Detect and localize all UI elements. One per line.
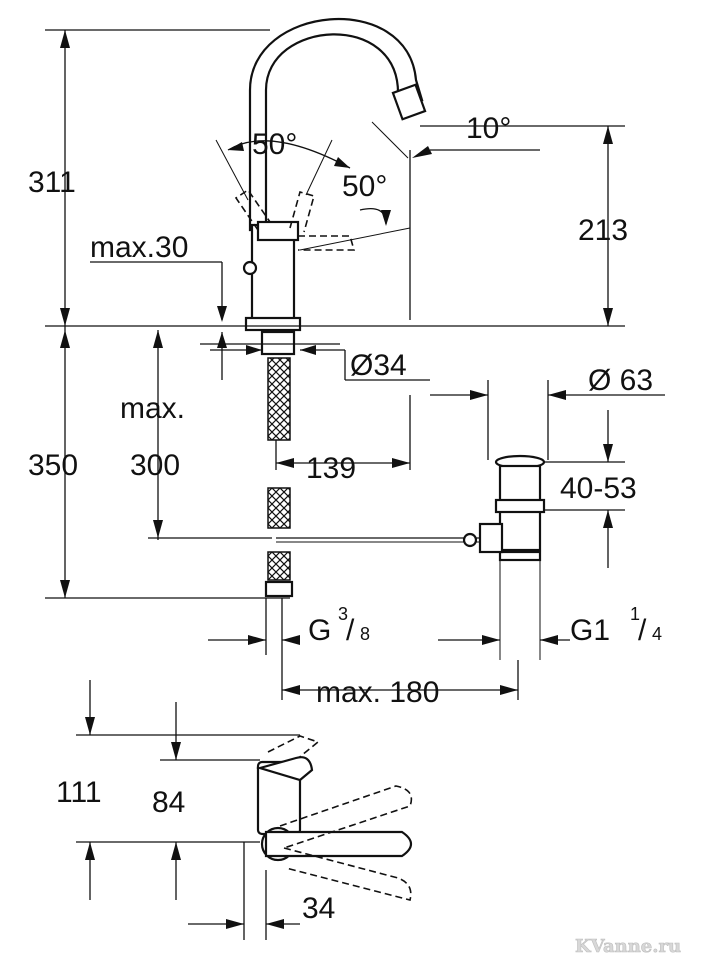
watermark: KVanne.ru	[575, 936, 681, 957]
faucet-side-view	[234, 17, 427, 598]
lever-base	[256, 220, 300, 242]
popup-connector	[478, 522, 504, 554]
faucet-body	[250, 223, 296, 327]
label-plan-outer: 111	[56, 776, 102, 809]
label-spout-reach: 139	[306, 452, 356, 485]
label-total-below: 350	[28, 449, 78, 482]
drain-tailpiece	[498, 550, 542, 562]
svg-text:3: 3	[338, 604, 348, 624]
label-hole-diameter: Ø34	[350, 349, 407, 382]
aerator	[391, 83, 427, 121]
svg-text:1: 1	[630, 604, 640, 624]
svg-text:G: G	[308, 614, 331, 647]
dimension-labels: 311 50° 50° 10° 213 max.30 Ø34 max. 300 …	[28, 112, 662, 925]
mount-nut	[260, 330, 296, 356]
drain-nut	[494, 498, 546, 514]
faucet-plan-view	[76, 680, 413, 940]
lever-knob	[242, 260, 258, 276]
label-thread-large: G1 1 / 4	[570, 604, 662, 647]
label-spout-angle-left: 50°	[252, 128, 297, 161]
label-drain-range: 40-53	[560, 472, 637, 505]
label-plan-inner: 84	[152, 786, 185, 819]
label-thread-small: G 3 / 8	[308, 604, 370, 647]
label-drain-distance: max. 180	[316, 676, 439, 709]
drain-assembly	[276, 454, 546, 660]
dimension-lines	[45, 29, 665, 700]
plan-lever	[264, 830, 413, 858]
label-spout-angle-right: 50°	[342, 170, 387, 203]
svg-text:4: 4	[652, 624, 662, 644]
svg-text:/: /	[638, 614, 647, 647]
label-spout-tilt: 10°	[466, 112, 511, 145]
label-spout-height: 213	[578, 214, 628, 247]
label-height-total: 311	[28, 166, 76, 199]
hose-fitting	[264, 580, 294, 598]
label-plan-offset: 34	[302, 892, 335, 925]
label-drain-diameter: Ø 63	[588, 364, 653, 397]
spout	[248, 17, 424, 232]
base-flange	[244, 316, 302, 332]
label-max-thickness: max.30	[90, 231, 188, 264]
svg-text:8: 8	[360, 624, 370, 644]
svg-text:G1: G1	[570, 614, 610, 647]
svg-text:/: /	[346, 614, 355, 647]
label-max: max.	[120, 392, 185, 425]
lever-position-forward	[298, 235, 356, 251]
supply-hose-lower	[267, 487, 291, 529]
popup-joint	[462, 532, 478, 548]
plan-lever-top	[256, 756, 314, 782]
supply-hose	[267, 357, 291, 441]
label-hose-length: 300	[130, 449, 180, 482]
supply-hose-end	[267, 551, 291, 581]
lever-position-left	[234, 188, 271, 231]
